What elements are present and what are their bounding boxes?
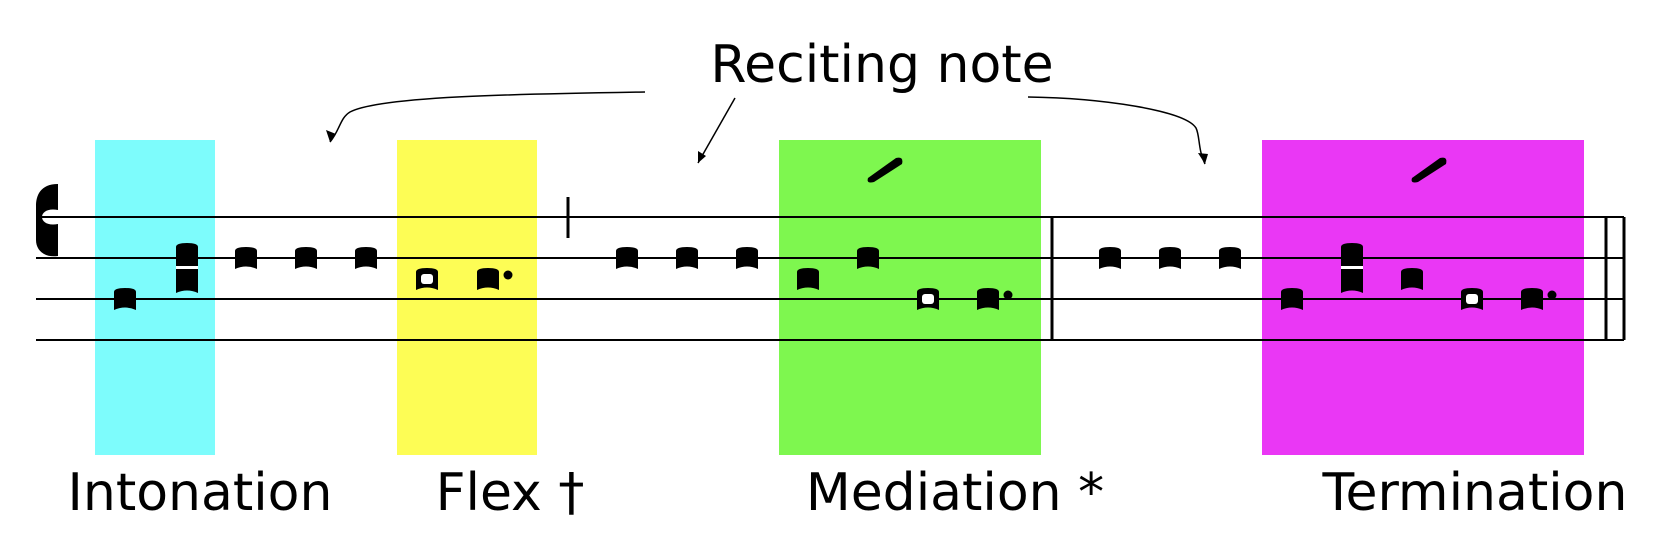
- mora-dot: [1547, 290, 1557, 300]
- flex-label: Flex †: [436, 463, 585, 523]
- note-punctum: [1159, 247, 1181, 269]
- note-punctum: [977, 288, 1013, 310]
- reciting-note-arrows: [329, 91, 1206, 165]
- note-punctum: [1521, 288, 1557, 310]
- note-punctum: [797, 268, 819, 290]
- note-punctum: [1281, 288, 1303, 310]
- arrowhead-right: [1198, 153, 1208, 164]
- do-clef-icon: [36, 184, 58, 257]
- note-punctum: [477, 268, 513, 290]
- note-punctum: [295, 247, 317, 269]
- note-punctum: [235, 247, 257, 269]
- mediation-region: [779, 140, 1041, 455]
- arrow-middle: [697, 97, 736, 164]
- mora-dot: [1003, 290, 1013, 300]
- section-backgrounds: [95, 140, 1584, 455]
- mediation-label: Mediation *: [806, 463, 1104, 523]
- arrowhead-left: [326, 130, 336, 142]
- note-punctum: [1099, 247, 1121, 269]
- arrow-left: [329, 91, 646, 143]
- arrowheads: [326, 130, 1208, 164]
- intonation-region: [95, 140, 215, 455]
- accent-icon: [1411, 157, 1447, 183]
- accent-icon: [867, 157, 903, 183]
- termination-label: Termination: [1322, 463, 1628, 523]
- note-punctum: [616, 247, 638, 269]
- note-punctum: [857, 247, 879, 269]
- mora-dot: [503, 270, 513, 280]
- note-punctum: [1219, 247, 1241, 269]
- note-punctum: [1401, 268, 1423, 290]
- arrowhead-middle: [698, 151, 706, 163]
- note-punctum: [1461, 288, 1483, 310]
- intonation-label: Intonation: [68, 463, 333, 523]
- notes: [114, 243, 1557, 310]
- reciting-note-label: Reciting note: [710, 35, 1053, 95]
- note-punctum: [736, 247, 758, 269]
- accents: [867, 157, 1447, 183]
- note-punctum: [355, 247, 377, 269]
- note-punctum: [114, 288, 136, 310]
- arrow-right: [1027, 96, 1206, 165]
- note-punctum: [416, 268, 438, 290]
- bar-lines: [566, 197, 1626, 340]
- note-punctum: [917, 288, 939, 310]
- flex-region: [397, 140, 537, 455]
- note-punctum: [676, 247, 698, 269]
